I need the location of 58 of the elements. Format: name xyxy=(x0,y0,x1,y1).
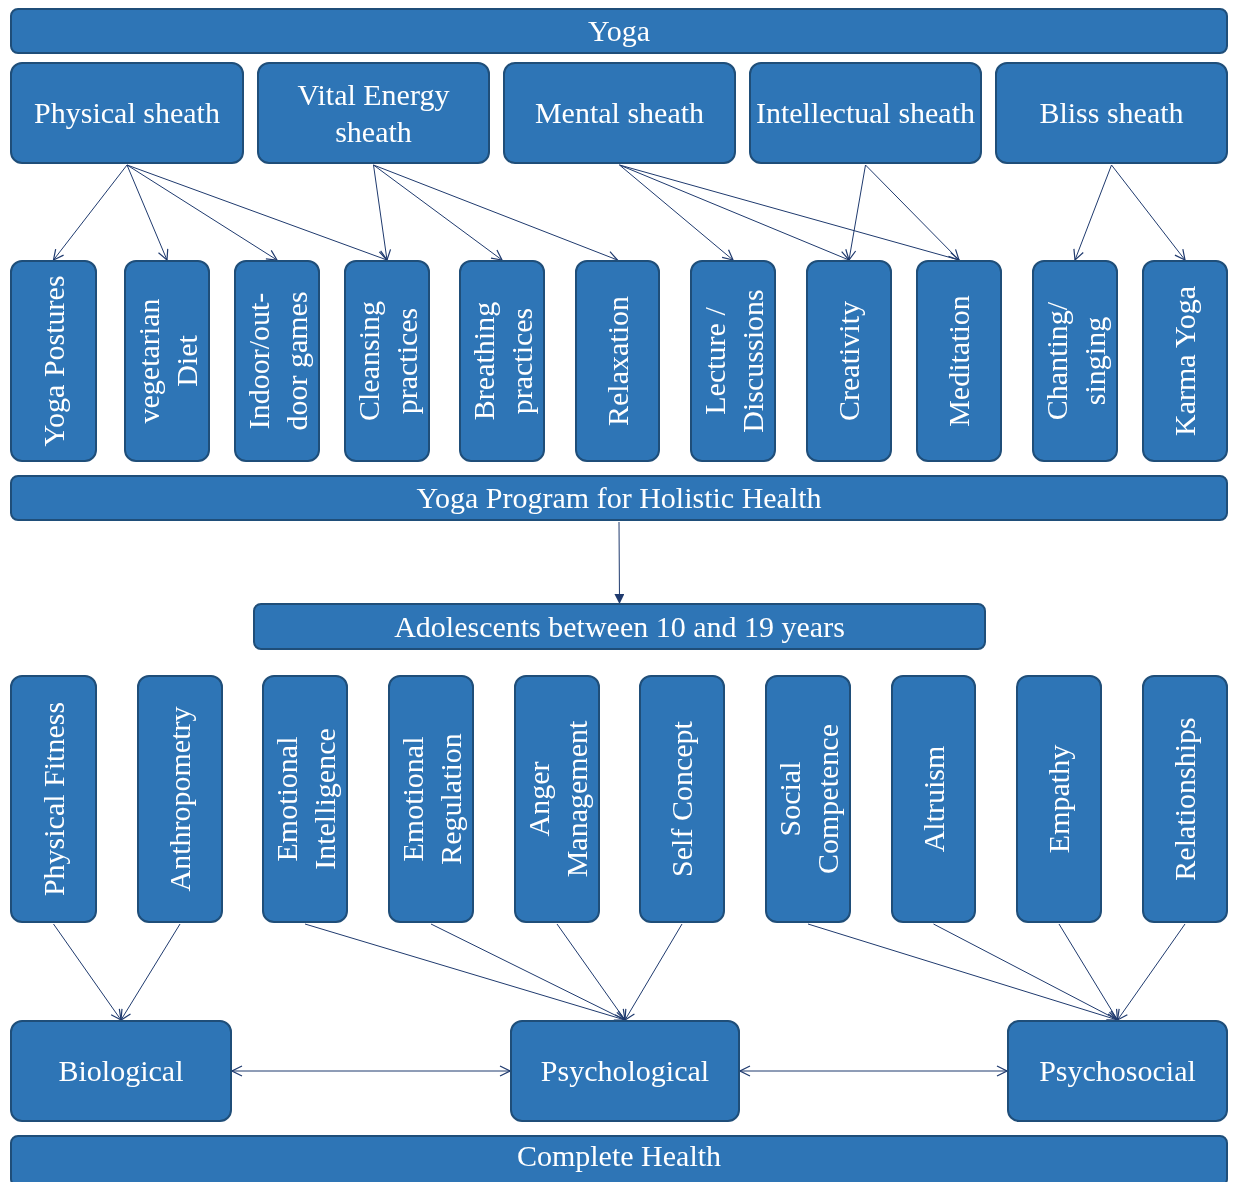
arrow xyxy=(126,164,278,261)
category-box: Psychosocial xyxy=(1007,1020,1228,1122)
banner-bar: Complete Health xyxy=(10,1135,1228,1182)
component-box: Empathy xyxy=(1016,675,1102,923)
component-box: Chanting/ singing xyxy=(1032,260,1118,462)
component-box: Indoor/out-door games xyxy=(234,260,320,462)
component-box: Emotional Regulation xyxy=(388,675,474,923)
arrow xyxy=(1073,164,1112,261)
component-box: Breathing practices xyxy=(459,260,545,462)
component-box: Lecture / Discussions xyxy=(690,260,776,462)
arrow xyxy=(1116,923,1186,1021)
arrow xyxy=(1111,164,1186,261)
component-box: Relaxation xyxy=(575,260,660,462)
arrow xyxy=(120,923,181,1021)
arrow xyxy=(126,164,169,261)
arrow xyxy=(373,164,619,262)
component-box: Relationships xyxy=(1142,675,1228,923)
category-box: Physical sheath xyxy=(10,62,244,164)
arrow xyxy=(619,164,960,263)
arrow xyxy=(556,923,626,1021)
category-box: Psychological xyxy=(510,1020,740,1122)
component-box: Altruism xyxy=(891,675,976,923)
component-box: Karma Yoga xyxy=(1142,260,1228,462)
arrow xyxy=(933,923,1119,1021)
arrow xyxy=(619,164,850,262)
banner-bar: Yoga Program for Holistic Health xyxy=(10,475,1228,521)
arrow xyxy=(614,521,625,604)
component-box: Meditation xyxy=(916,260,1002,462)
category-box: Intellectual sheath xyxy=(749,62,982,164)
component-box: Self Concept xyxy=(639,675,725,923)
component-box: Social Competence xyxy=(765,675,851,923)
arrow xyxy=(373,164,392,261)
component-box: Cleansing practices xyxy=(344,260,430,462)
arrow xyxy=(373,164,503,261)
category-box: Mental sheath xyxy=(503,62,736,164)
banner-bar: Adolescents between 10 and 19 years xyxy=(253,603,986,650)
component-box: Emotional Intelligence xyxy=(262,675,348,923)
component-box: Physical Fitness xyxy=(10,675,97,923)
arrow xyxy=(53,923,122,1021)
component-box: Anthropometry xyxy=(137,675,223,923)
arrow xyxy=(865,164,960,261)
arrow xyxy=(619,164,734,261)
arrow xyxy=(231,1065,511,1077)
component-box: vegetarian Diet xyxy=(124,260,210,462)
arrow xyxy=(1058,923,1119,1021)
arrow xyxy=(52,164,128,261)
component-box: Anger Management xyxy=(514,675,600,923)
category-box: Bliss sheath xyxy=(995,62,1228,164)
arrow xyxy=(739,1065,1008,1077)
component-box: Creativity xyxy=(806,260,892,462)
banner-bar: Yoga xyxy=(10,8,1228,54)
arrow xyxy=(624,923,683,1021)
component-box: Yoga Postures xyxy=(10,260,97,462)
category-box: Biological xyxy=(10,1020,232,1122)
arrow xyxy=(430,923,626,1021)
category-box: Vital Energy sheath xyxy=(257,62,490,164)
arrow xyxy=(126,164,388,262)
arrow xyxy=(845,164,866,261)
